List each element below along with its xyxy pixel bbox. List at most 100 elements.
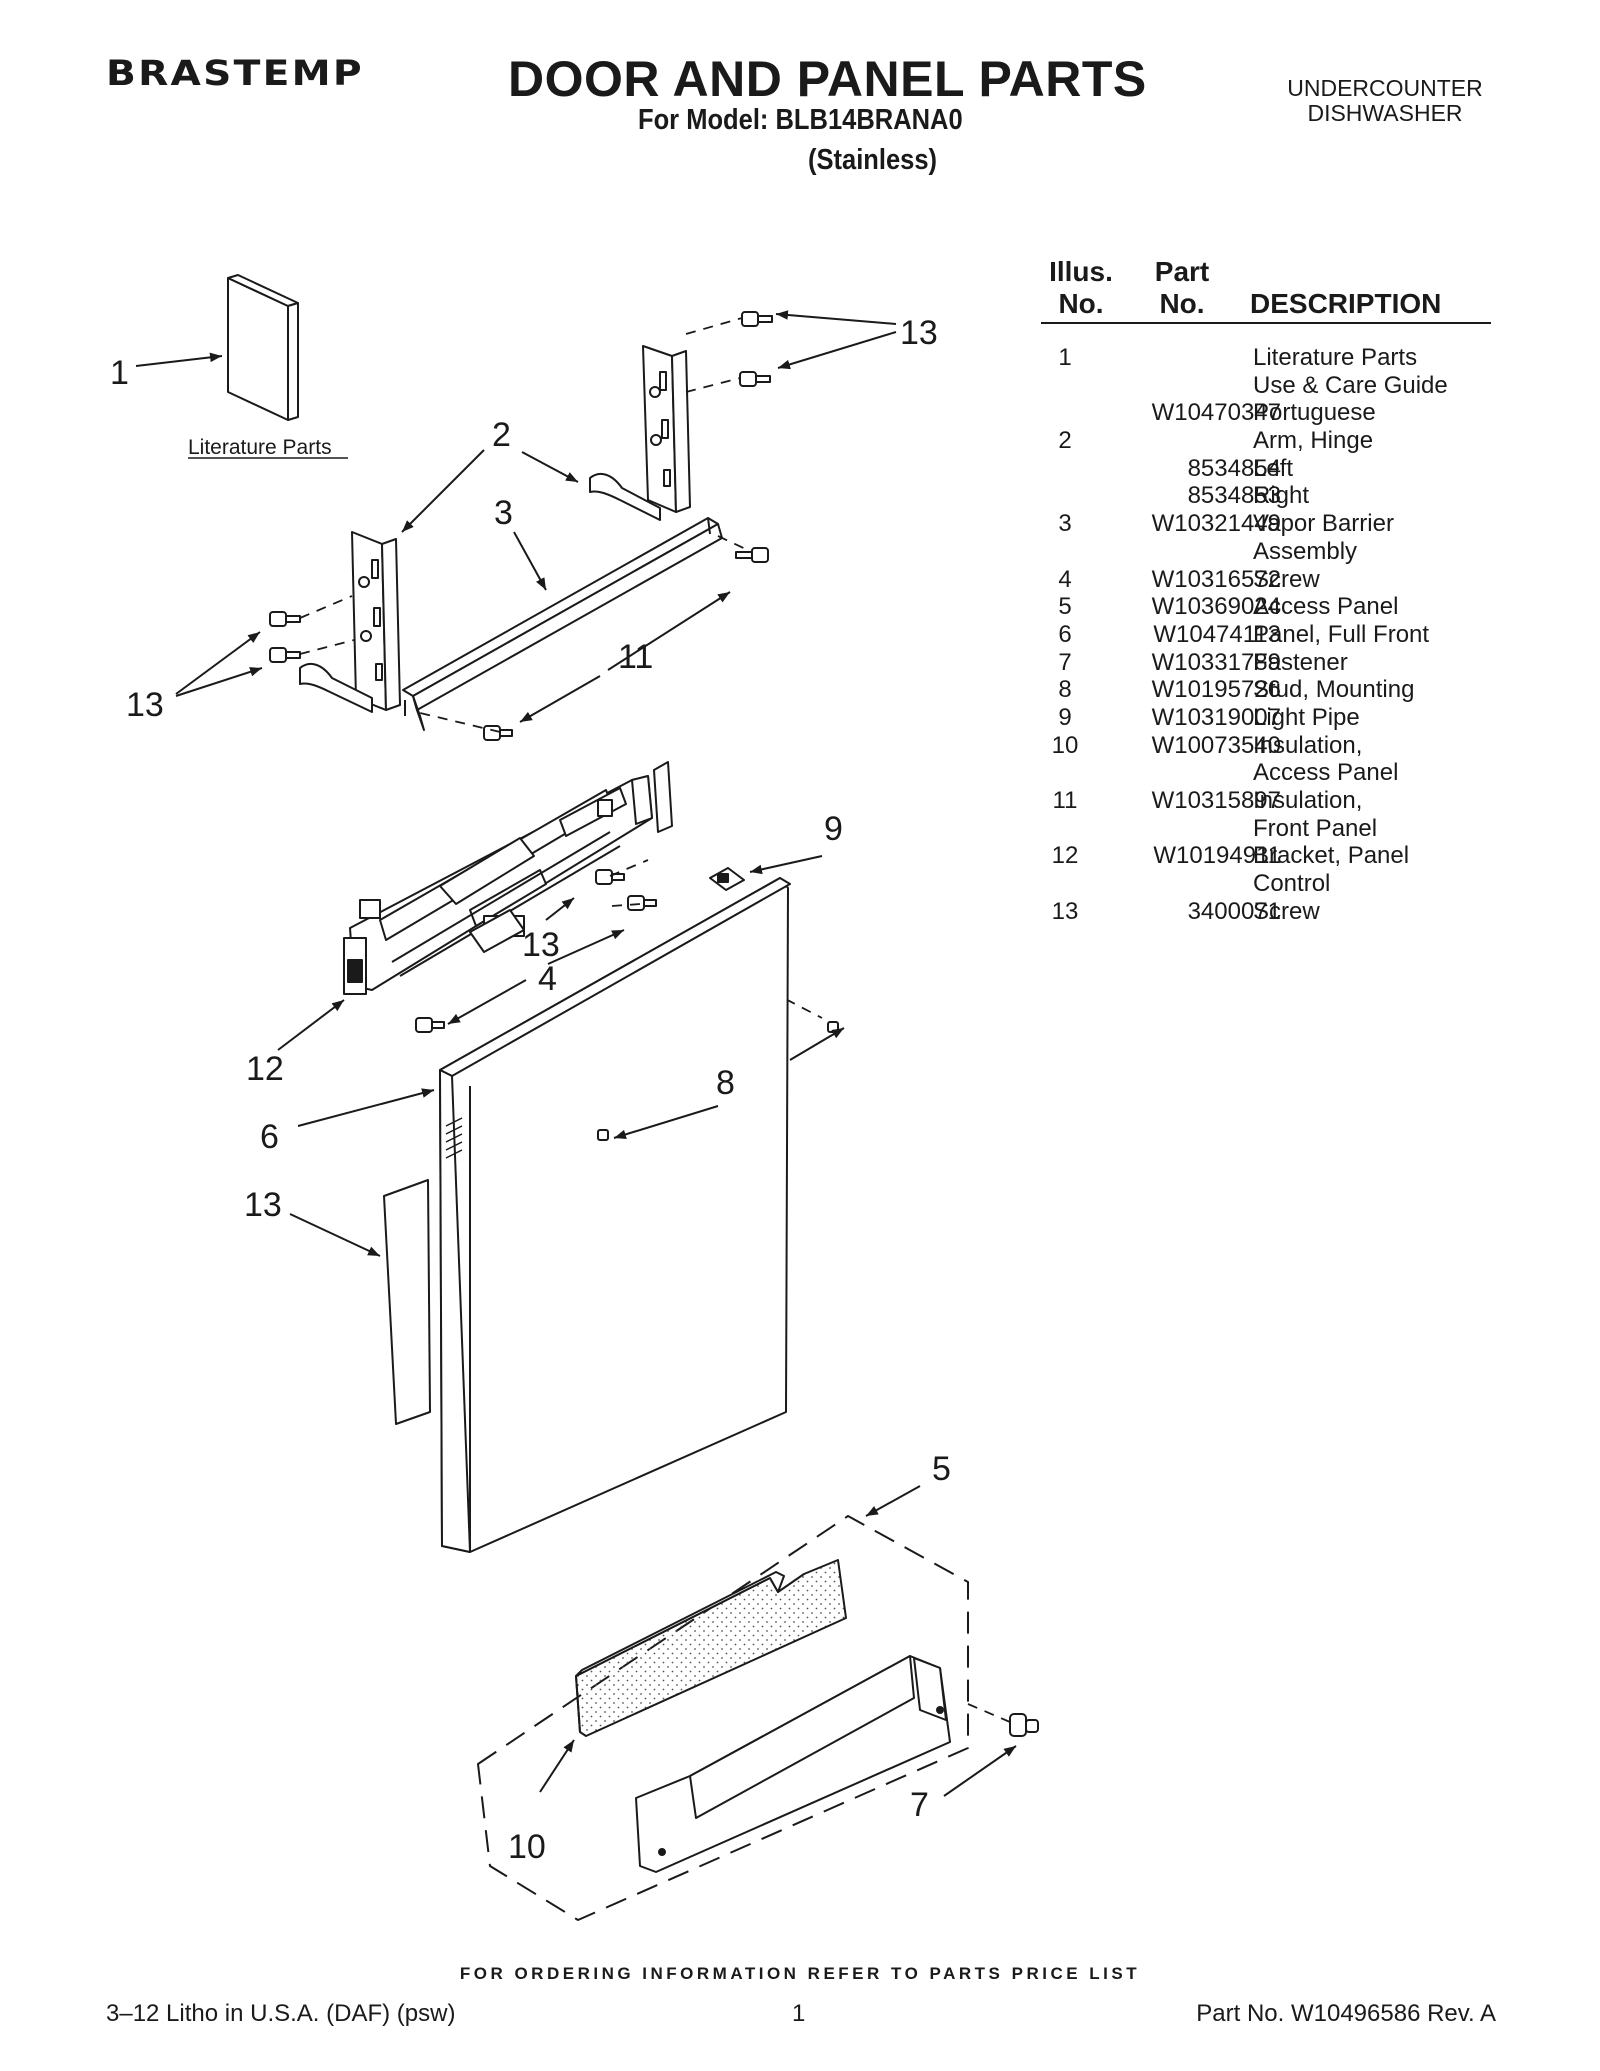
screw-icon [483, 725, 513, 741]
row-part-no: W10073540 [1151, 731, 1281, 759]
row-illus-no: 4 [1058, 565, 1072, 593]
product-type: UNDERCOUNTER DISHWASHER [1250, 76, 1520, 126]
litho-line: 3–12 Litho in U.S.A. (DAF) (psw) [106, 2000, 456, 2027]
row-description: Arm, Hinge [1253, 427, 1374, 455]
brand-logo: BRASTEMP [106, 54, 364, 94]
fastener [967, 1703, 1039, 1737]
hinge-arm-right [589, 345, 691, 521]
literature-caption: Literature Parts [188, 436, 332, 459]
callout-11: 11 [618, 638, 653, 676]
row-description: Access Panel [1253, 593, 1399, 621]
table-row: 1 Literature Parts [1041, 344, 1501, 372]
screw-icon [735, 547, 769, 563]
row-description: Insulation, [1253, 787, 1363, 814]
callout-10: 10 [508, 1828, 546, 1866]
screw-icon [741, 311, 773, 327]
row-description: Bracket, Panel [1253, 842, 1410, 870]
hinge-arm-left [299, 531, 401, 713]
leader-lines [135, 310, 1017, 1797]
document-part-number: Part No. W10496586 Rev. A [1196, 2000, 1496, 2027]
row-description: Insulation, [1253, 731, 1363, 759]
table-row: Access Panel [1041, 759, 1501, 787]
col-header-part-line2: No. [1159, 288, 1205, 319]
row-illus-no: 8 [1058, 676, 1072, 704]
table-row: Front Panel [1041, 815, 1501, 843]
col-header-description: DESCRIPTION [1250, 288, 1442, 319]
row-description: Use & Care Guide [1253, 371, 1448, 399]
row-part-no: W10316572 [1151, 565, 1281, 593]
row-description: Literature Parts [1253, 344, 1418, 371]
row-part-no: 8534854 [1187, 454, 1281, 482]
access-panel [635, 1655, 951, 1873]
callout-6: 6 [260, 1118, 279, 1156]
col-header-illus-line2: No. [1058, 288, 1104, 319]
row-description: Screw [1253, 897, 1320, 925]
row-part-no: W10474113 [1153, 620, 1281, 648]
stud-icon [827, 1021, 839, 1033]
screw-icon [595, 869, 625, 885]
row-part-no: W10331789 [1151, 648, 1281, 676]
callout-12: 12 [246, 1050, 284, 1088]
page-title: DOOR AND PANEL PARTS [508, 51, 1147, 107]
edge-insulation-strip [383, 1179, 431, 1425]
control-panel-bracket [343, 761, 673, 995]
product-type-line1: UNDERCOUNTER [1287, 75, 1483, 101]
front-panel [439, 877, 791, 1553]
callout-13-lower: 13 [244, 1186, 282, 1224]
row-part-no: 8534853 [1187, 482, 1281, 510]
col-header-illus: Illus. No. [1044, 256, 1118, 320]
row-part-no: W10315897 [1151, 787, 1281, 814]
row-illus-no: 9 [1058, 703, 1072, 731]
row-part-no: W10369024 [1151, 593, 1281, 621]
row-description: Stud, Mounting [1253, 676, 1415, 704]
row-part-no: W10321449 [1151, 510, 1281, 538]
callout-4: 4 [538, 960, 557, 998]
callout-3: 3 [494, 494, 513, 532]
row-part-no: W10194911 [1153, 842, 1281, 870]
callout-1: 1 [110, 354, 129, 392]
table-row: Use & Care Guide [1041, 372, 1501, 400]
row-description: Access Panel [1253, 759, 1399, 787]
callout-7: 7 [910, 1786, 929, 1824]
callout-9: 9 [824, 810, 843, 848]
screw-group [269, 311, 773, 1033]
model-variant: (Stainless) [808, 144, 938, 176]
table-header-rule [1041, 322, 1491, 324]
row-illus-no: 1 [1058, 344, 1072, 371]
access-panel-outline [477, 1515, 969, 1921]
row-illus-no: 12 [1051, 842, 1079, 870]
row-illus-no: 11 [1052, 787, 1078, 814]
row-description: Portuguese [1253, 399, 1376, 427]
col-header-part-line1: Part [1154, 256, 1210, 287]
row-illus-no: 6 [1058, 620, 1072, 648]
row-description: Assembly [1253, 537, 1358, 565]
row-illus-no: 7 [1058, 648, 1072, 676]
row-part-no: W10470347 [1151, 399, 1281, 427]
ordering-note: FOR ORDERING INFORMATION REFER TO PARTS … [459, 1964, 1141, 1983]
row-part-no: 3400071 [1187, 897, 1281, 925]
row-illus-no: 3 [1058, 510, 1072, 538]
literature-booklet [227, 274, 299, 421]
stud-icon [597, 1129, 609, 1141]
table-row: 2 Arm, Hinge [1041, 427, 1501, 455]
access-panel-insulation [575, 1559, 847, 1737]
row-illus-no: 2 [1058, 427, 1072, 455]
callout-13-top: 13 [900, 314, 938, 352]
row-description: Screw [1253, 565, 1320, 593]
table-row: Assembly [1041, 538, 1501, 566]
row-description: Panel, Full Front [1253, 620, 1430, 648]
